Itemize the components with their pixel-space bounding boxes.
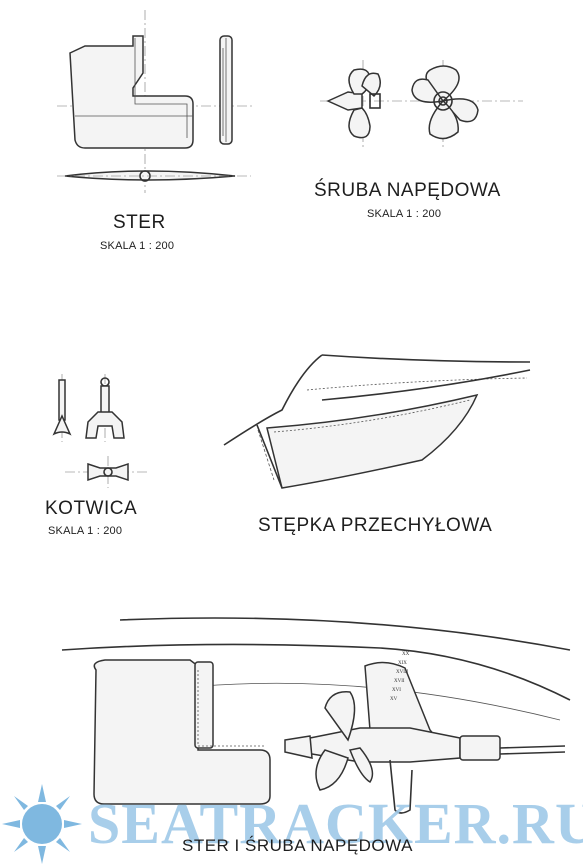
frame-mark: XVI (392, 688, 401, 693)
ster-scale: SKALA 1 : 200 (100, 240, 175, 252)
stepka-title: STĘPKA PRZECHYŁOWA (258, 515, 493, 536)
kotwica-title: KOTWICA (45, 498, 138, 519)
frame-mark: XV (390, 697, 398, 702)
frame-mark: XVII (394, 679, 405, 684)
frame-mark: XIX (398, 661, 407, 666)
propeller-drawing (320, 60, 523, 148)
anchor-drawing (52, 374, 150, 488)
frame-marks: XX XIX XVIII XVII XVI XV (388, 650, 409, 704)
kotwica-scale: SKALA 1 : 200 (48, 525, 123, 537)
frame-mark: XVIII (396, 670, 409, 675)
sun-logo-icon (2, 784, 82, 864)
rudder-drawing (57, 10, 255, 193)
bilge-keel-drawing (223, 354, 531, 489)
frame-mark: XX (402, 652, 410, 657)
watermark-text: SEATRACKER.RU (88, 791, 583, 856)
assembly-drawing (61, 617, 571, 814)
sruba-title: ŚRUBA NAPĘDOWA (314, 180, 501, 201)
ster-title: STER (113, 212, 166, 233)
sruba-scale: SKALA 1 : 200 (367, 208, 442, 220)
assembly-title: STER I ŚRUBA NAPĘDOWA (182, 836, 413, 855)
